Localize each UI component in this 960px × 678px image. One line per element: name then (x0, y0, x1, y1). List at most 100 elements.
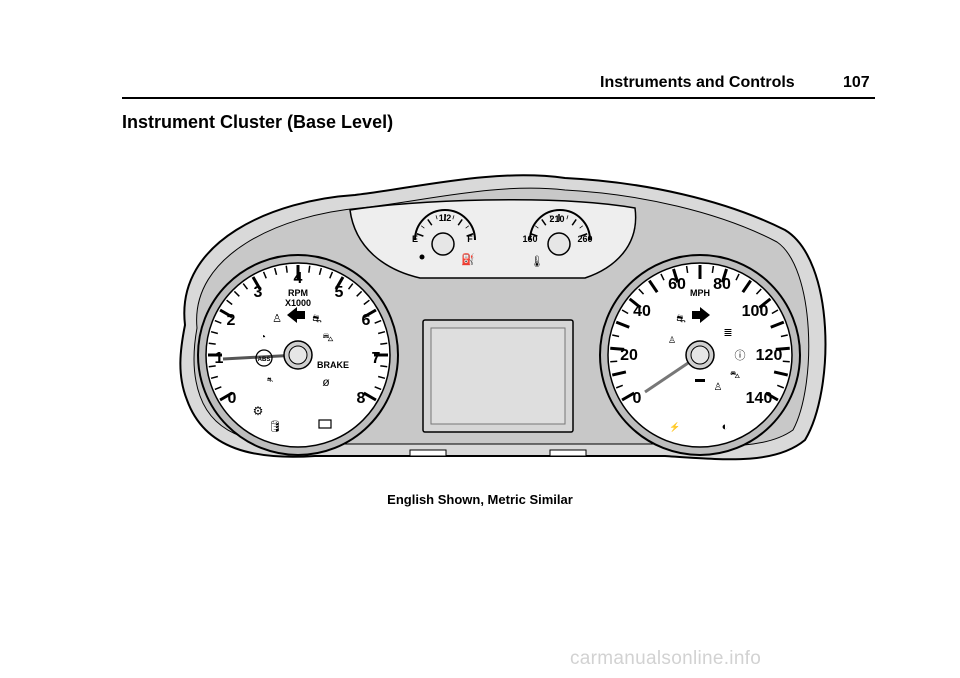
fuel-gauge: E 1/2 F ⛽ (412, 209, 476, 266)
fuel-empty-label: E (412, 234, 418, 244)
gauge-minor-tick (615, 384, 624, 389)
gauge-major-tick (610, 346, 625, 351)
watermark-text: carmanualsonline.info (570, 648, 762, 669)
gauge-major-tick (628, 297, 642, 309)
airbag-icon: ♙ (714, 382, 723, 393)
gauge-minor-tick (214, 386, 222, 391)
gauge-major-tick (775, 346, 790, 351)
gauge-major-tick (773, 370, 789, 377)
gauge-minor-tick (318, 267, 323, 276)
gauge-minor-tick (285, 265, 288, 273)
gauge-minor-tick (210, 375, 219, 380)
gauge-minor-tick (735, 273, 740, 281)
tach-unit-x1000: X1000 (285, 298, 311, 308)
fuel-full-label: F (467, 234, 473, 244)
speed-label-120: 120 (756, 347, 783, 364)
gauge-major-tick (457, 218, 463, 226)
tach-label-0: 0 (228, 390, 237, 407)
speed-label-20: 20 (620, 347, 638, 364)
cruise-set-icon: ▬ (695, 374, 705, 385)
gauge-minor-tick (374, 386, 382, 391)
tach-label-5: 5 (335, 284, 344, 301)
tach-label-8: 8 (357, 390, 366, 407)
gauge-minor-tick (377, 330, 386, 335)
speed-label-100: 100 (742, 303, 769, 320)
gauge-minor-tick (566, 215, 569, 220)
tach-label-6: 6 (362, 312, 371, 329)
gauge-minor-tick (262, 271, 267, 279)
gauge-minor-tick (610, 360, 618, 363)
security-icon: ⛍ (730, 370, 740, 381)
gauge-major-tick (541, 218, 547, 226)
gauge-minor-tick (214, 319, 222, 324)
temp-high-label: 260 (577, 234, 592, 244)
gauge-major-tick (672, 268, 680, 283)
gauge-minor-tick (782, 360, 790, 363)
gauge-minor-tick (377, 375, 386, 380)
gauge-minor-tick (612, 334, 620, 338)
gauge-major-tick (648, 279, 659, 294)
temp-gauge-hub (547, 232, 571, 256)
brake-warning-label: BRAKE (317, 360, 349, 370)
vehicle-ahead-icon: ⛍ (322, 332, 333, 344)
cruise-icon: ◔ (260, 332, 266, 343)
abs-warning-icon: ABS (255, 349, 273, 367)
oil-pressure-icon: 🛢 (268, 420, 282, 433)
speed-unit-mph: MPH (690, 288, 710, 298)
gauge-major-tick (720, 268, 728, 283)
gauge-minor-tick (380, 342, 388, 345)
low-fuel-dot-icon (419, 254, 425, 260)
fuel-gauge-hub (431, 232, 455, 256)
gauge-minor-tick (208, 342, 216, 345)
gauge-minor-tick (329, 271, 334, 279)
fasten-seatbelt-icon: ♙ (668, 335, 676, 345)
gauge-minor-tick (549, 215, 552, 220)
gauge-major-tick (334, 276, 345, 290)
gauge-minor-tick (660, 273, 665, 281)
figure-caption: English Shown, Metric Similar (387, 492, 573, 507)
gauge-major-tick (363, 308, 377, 319)
gauge-minor-tick (210, 330, 219, 335)
tire-pressure-icon: ⓘ (735, 349, 746, 362)
gauge-minor-tick (452, 215, 455, 220)
instrument-cluster-illustration: 0 1 2 3 4 5 6 7 8 RPM X1000 ♙ ⛐ ◔ ⛍ ABS … (179, 174, 827, 461)
fuel-pump-icon: ⛽ (461, 253, 475, 266)
gauge-minor-tick (435, 215, 438, 220)
speed-label-80: 80 (713, 276, 731, 293)
gauge-minor-tick (711, 265, 715, 274)
gauge-minor-tick (374, 319, 382, 324)
door-ajar-icon: ⚡ (669, 421, 680, 433)
fuel-half-label: 1/2 (439, 213, 452, 223)
gauge-minor-tick (465, 225, 470, 229)
gauge-minor-tick (776, 384, 785, 389)
gauge-minor-tick (242, 283, 249, 290)
lane-keep-icon: ⛐ (676, 313, 686, 325)
gauge-minor-tick (226, 299, 233, 306)
gauge-minor-tick (308, 265, 311, 273)
battery-icon (318, 419, 332, 429)
traction-control-icon: ⛐ (312, 313, 322, 325)
speed-label-40: 40 (633, 303, 651, 320)
gauge-minor-tick (420, 225, 425, 229)
parking-brake-icon: ø (322, 375, 330, 389)
speedometer-gauge: 0 20 40 60 80 100 120 140 MPH ⛐ ≣ ♙ ⓘ ⛍ … (599, 254, 801, 456)
gauge-major-tick (765, 391, 779, 402)
speed-label-0: 0 (633, 390, 642, 407)
gauge-minor-tick (347, 283, 354, 290)
gauge-minor-tick (534, 225, 539, 229)
gauge-minor-tick (273, 267, 278, 276)
gauge-minor-tick (685, 265, 689, 274)
page-number: 107 (843, 74, 870, 91)
gauge-major-tick (427, 218, 433, 226)
seatbelt-warning-icon: ♙ (272, 313, 282, 325)
tach-label-7: 7 (372, 350, 381, 367)
temp-mid-label: 210 (549, 214, 564, 224)
gauge-major-tick (219, 308, 233, 319)
tachometer-gauge: 0 1 2 3 4 5 6 7 8 RPM X1000 ♙ ⛐ ◔ ⛍ ABS … (197, 254, 399, 456)
gauge-minor-tick (579, 225, 584, 229)
tach-label-2: 2 (227, 312, 236, 329)
gauge-major-tick (611, 370, 627, 377)
tach-label-1: 1 (215, 350, 224, 367)
gauge-minor-tick (755, 288, 762, 295)
gauge-minor-tick (621, 309, 629, 315)
